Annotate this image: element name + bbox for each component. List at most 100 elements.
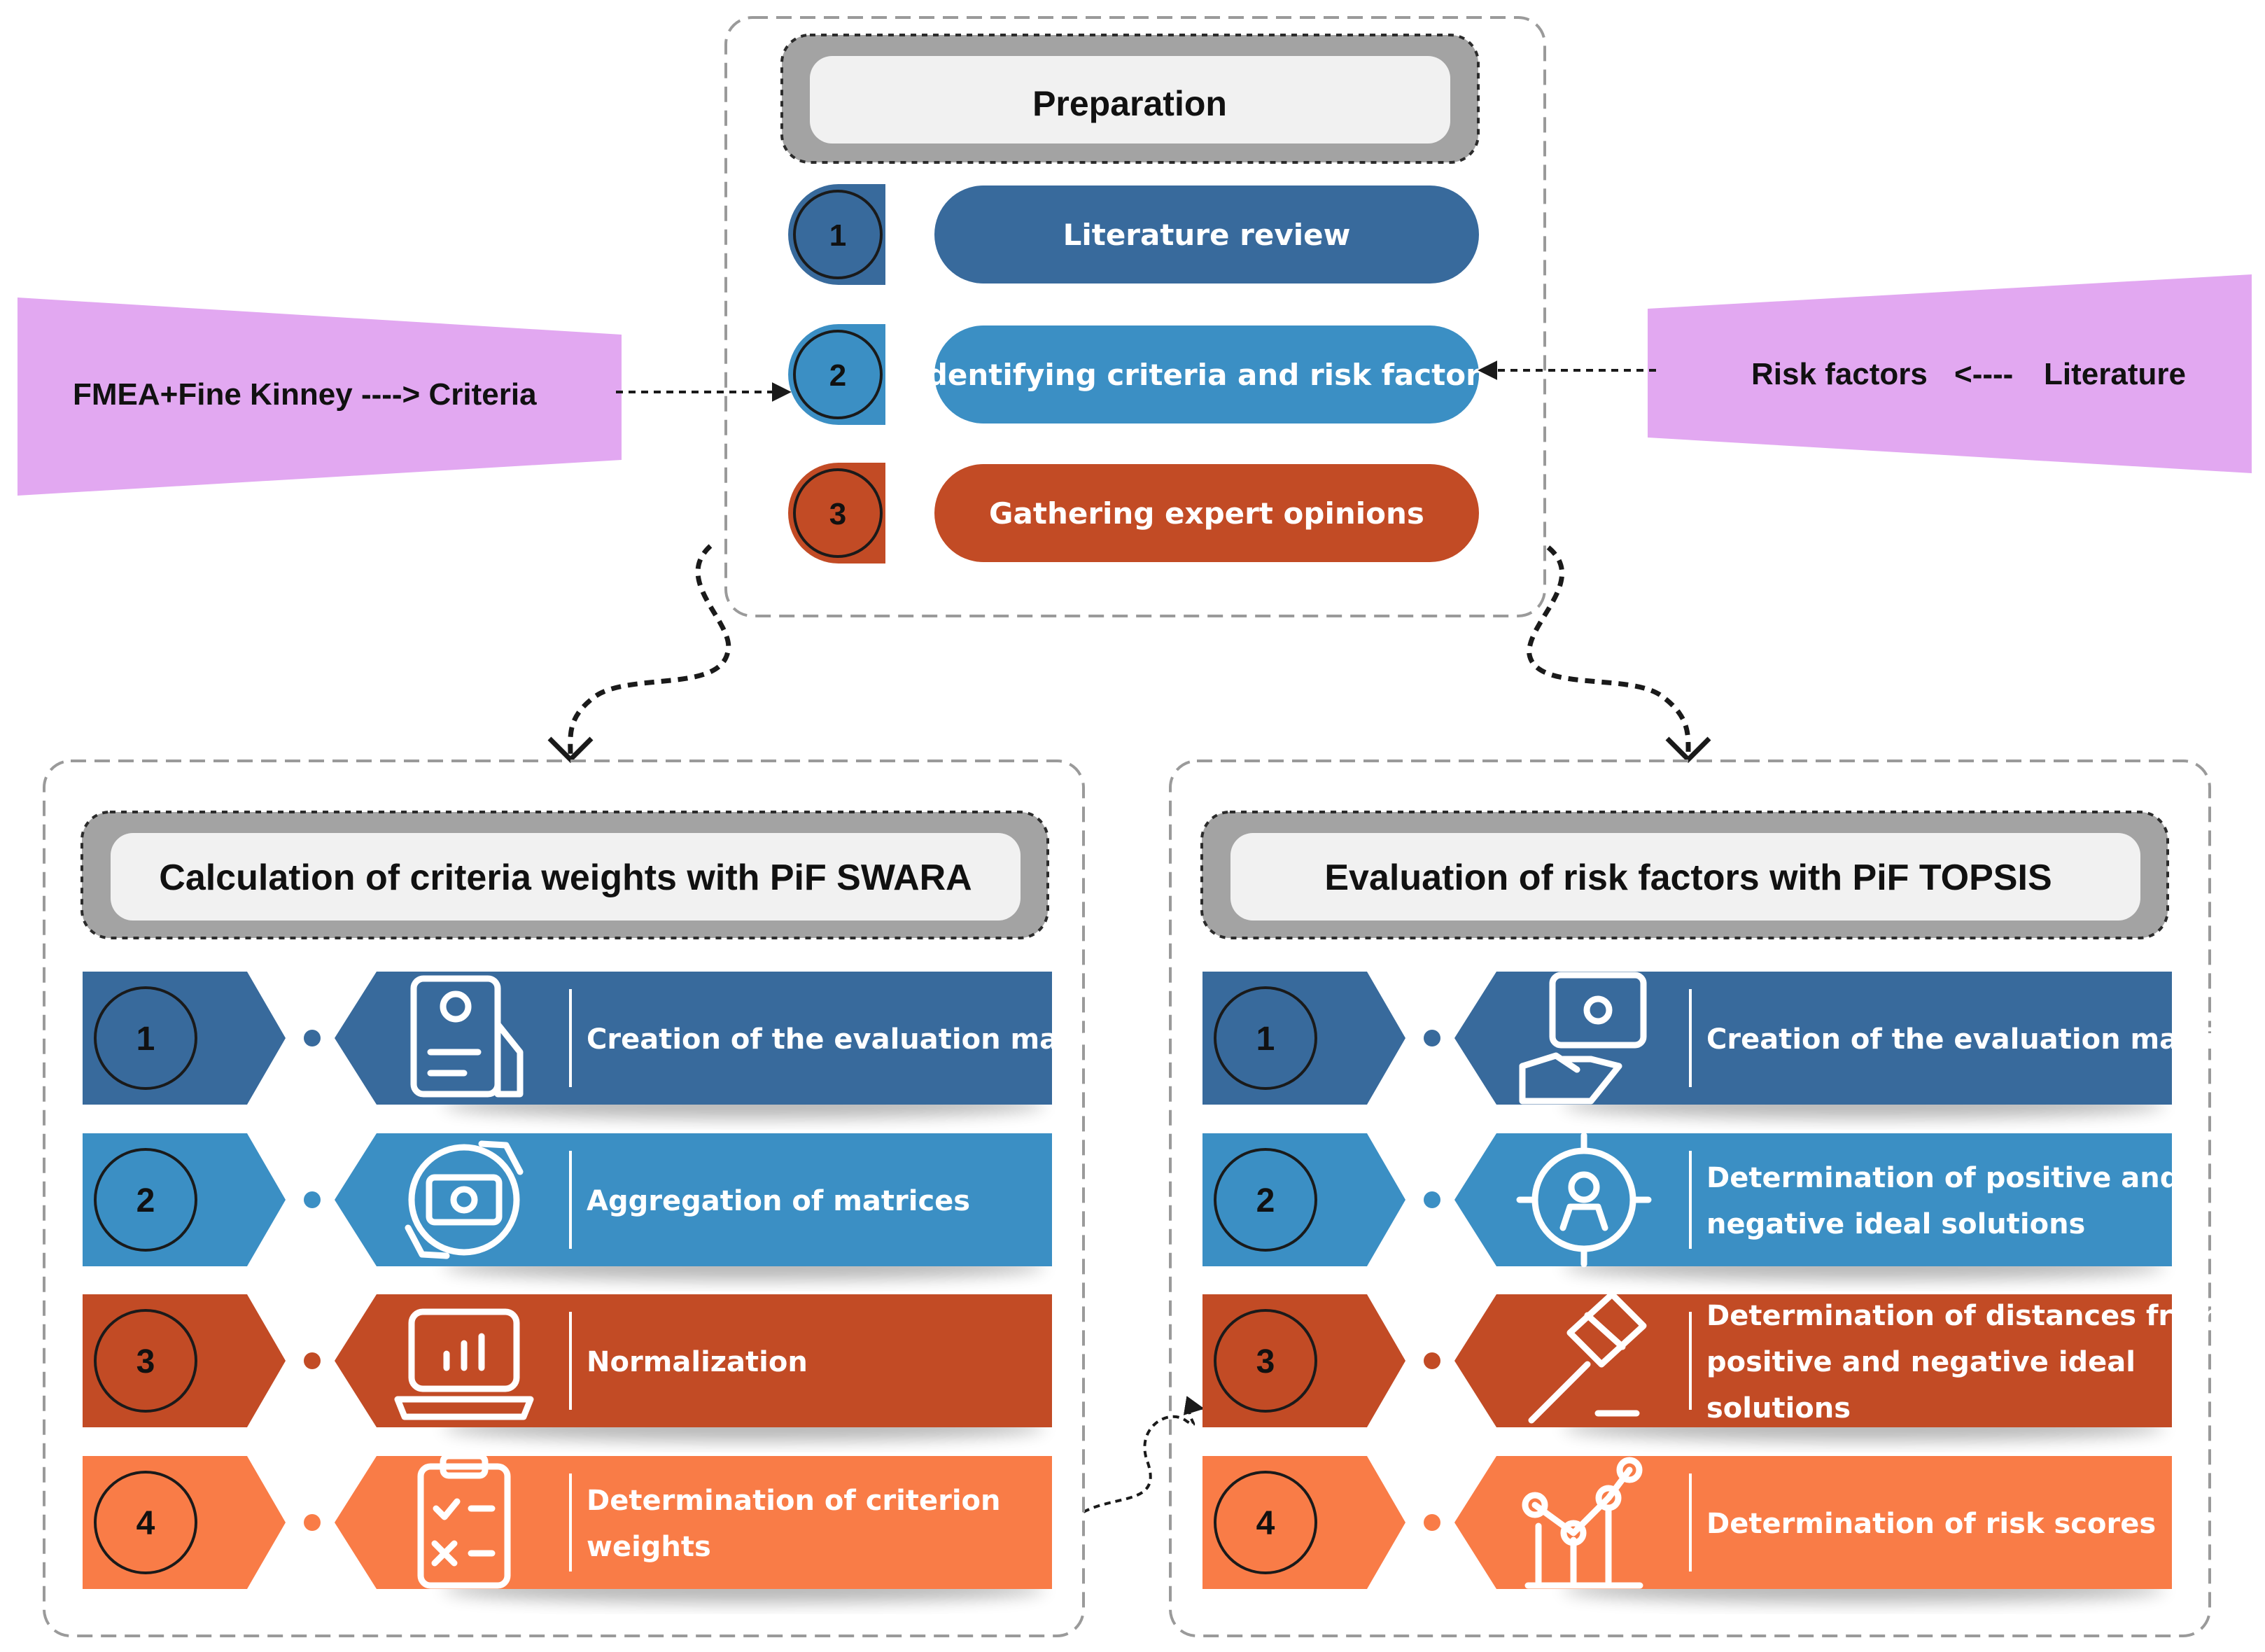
prep-step-number: 2 [829, 358, 846, 393]
document-settings-icon [410, 975, 524, 1098]
step-number-circle [1214, 986, 1317, 1090]
swara-frame [43, 760, 1085, 1637]
step-number-block [1202, 1294, 1405, 1427]
swara-title-box [111, 833, 1021, 920]
step-connector-dot [304, 1352, 321, 1369]
step-connector-dot [1424, 1030, 1440, 1046]
step-number: 4 [1256, 1505, 1275, 1542]
prep-step-pill [934, 326, 1479, 424]
money-cycle-icon [405, 1140, 524, 1259]
step-number-block [83, 1294, 286, 1427]
topsis-title-box [1230, 833, 2140, 920]
topsis-step-3: 3 Determination of distances from positive… [1202, 1291, 2220, 1441]
step-label-block [1454, 1133, 2172, 1266]
prep-step-tab [788, 324, 885, 425]
step-label-block [1454, 1294, 2172, 1427]
step-number-circle [94, 1309, 197, 1413]
step-number-block [83, 1456, 286, 1589]
prep-step-number-circle [793, 330, 883, 419]
prep-step-tab [788, 463, 885, 564]
gavel-icon [1528, 1291, 1647, 1424]
step-label-line: Determination of criterion [587, 1485, 1000, 1517]
step-number-circle [1214, 1148, 1317, 1252]
step-connector-dot [304, 1030, 321, 1046]
step-connector-dot [1424, 1514, 1440, 1531]
step-label-block [335, 1456, 1052, 1589]
swara-title: Calculation of criteria weights with PiF… [159, 858, 972, 898]
step-label-line: weights [587, 1531, 711, 1563]
step-number-block [1202, 1456, 1405, 1589]
step-number-block [1202, 972, 1405, 1105]
step-label-line: Creation of the evaluation matrix [587, 1023, 1114, 1056]
prep-step-number-circle [793, 190, 883, 279]
prep-step-1: 1 Literature review [788, 184, 1479, 285]
step-number-block [83, 1133, 286, 1266]
step-connector-dot [1424, 1191, 1440, 1208]
checklist-icon [417, 1452, 511, 1589]
step-label-line: Determination of risk scores [1706, 1508, 2156, 1540]
preparation-title: Preparation [1032, 84, 1227, 123]
step-number: 3 [1256, 1343, 1275, 1380]
preparation-frame [724, 16, 1546, 617]
step-number: 2 [1256, 1182, 1275, 1219]
step-number-circle [94, 1471, 197, 1574]
left-input-shape [17, 298, 622, 496]
swara-section: Calculation of criteria weights with PiF… [43, 760, 1114, 1637]
step-label-block [1454, 1456, 2172, 1589]
connectors [547, 360, 1711, 1513]
step-number-block [1202, 1133, 1405, 1266]
prep-step-label: Gathering expert opinions [989, 496, 1424, 531]
step-number-circle [1214, 1471, 1317, 1574]
prep-step-tab [788, 184, 885, 285]
topsis-frame [1169, 760, 2211, 1637]
step-label-line: Determination of distances from [1706, 1300, 2220, 1332]
topsis-step-4: 4 Determination of risk scores [1202, 1456, 2172, 1603]
step-label-line: Determination of positive and [1706, 1162, 2180, 1194]
right-input-arrow: <---- [1954, 357, 2013, 391]
connector-swara-to-topsis [1083, 1396, 1205, 1513]
swara-step-3: 3 Normalization [83, 1294, 1052, 1441]
prep-step-3: 3 Gathering expert opinions [788, 463, 1479, 564]
topsis-title: Evaluation of risk factors with PiF TOPS… [1324, 858, 2052, 898]
step-label-line: Normalization [587, 1346, 808, 1378]
right-input-literature: Literature [2044, 357, 2186, 391]
step-number: 2 [136, 1182, 155, 1219]
prep-step-label: Literature review [1063, 218, 1351, 252]
topsis-step-1: 1 Creation of the evaluation matrix [1202, 972, 2234, 1119]
right-input-risk-factors: Risk factors [1751, 357, 1928, 391]
connector-to-topsis [1527, 545, 1691, 757]
prep-step-number-circle [793, 468, 883, 558]
left-input: FMEA+Fine Kinney ----> Criteria [17, 298, 622, 496]
preparation-section: Preparation 1 Literature review 2 Identifyi… [724, 16, 1546, 617]
growth-chart-icon [1522, 1457, 1643, 1589]
step-connector-dot [304, 1191, 321, 1208]
step-connector-dot [304, 1514, 321, 1531]
step-label-block [335, 972, 1052, 1105]
right-input-shape [1648, 274, 2252, 473]
step-number: 1 [1256, 1021, 1275, 1058]
hand-money-icon [1519, 972, 1647, 1105]
preparation-title-box [810, 56, 1450, 144]
step-label-line: Aggregation of matrices [587, 1185, 970, 1217]
step-connector-dot [1424, 1352, 1440, 1369]
step-number-circle [94, 986, 197, 1090]
step-label-line: positive and negative ideal [1706, 1346, 2136, 1378]
prep-step-number: 1 [829, 218, 846, 253]
prep-step-number: 3 [829, 497, 846, 531]
step-number: 3 [136, 1343, 155, 1380]
step-number-circle [1214, 1309, 1317, 1413]
step-number-circle [94, 1148, 197, 1252]
laptop-chart-icon [394, 1308, 534, 1420]
step-label-line: Creation of the evaluation matrix [1706, 1023, 2234, 1056]
right-input: Risk factors <---- Literature [1648, 274, 2252, 473]
prep-step-pill [934, 186, 1479, 284]
step-label-line: solutions [1706, 1392, 1851, 1424]
topsis-step-2: 2 Determination of positive and negative i… [1202, 1132, 2180, 1280]
step-label-line: negative ideal solutions [1706, 1208, 2085, 1240]
topsis-section: Evaluation of risk factors with PiF TOPS… [1169, 760, 2234, 1637]
connector-to-swara [568, 544, 731, 757]
prep-step-label: Identifying criteria and risk factors [916, 358, 1498, 392]
